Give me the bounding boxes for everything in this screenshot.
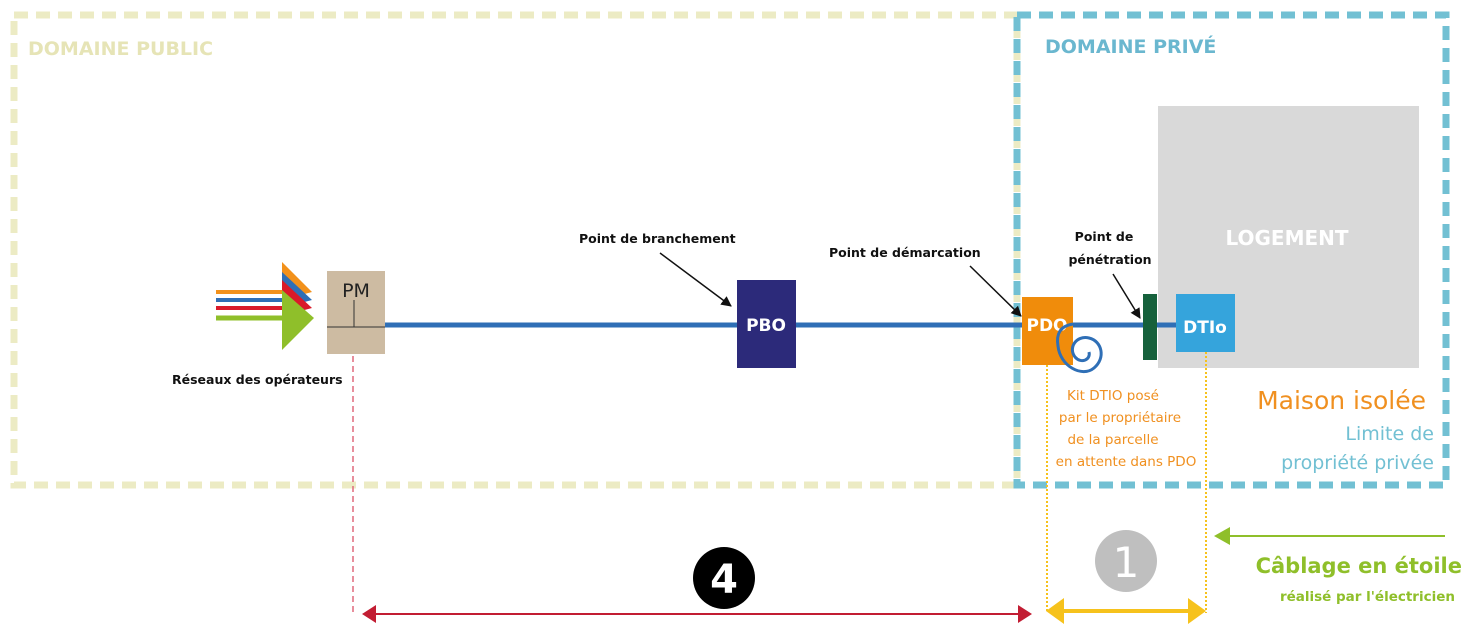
dtio-label: DTIo xyxy=(1183,318,1227,338)
kit-note-line-1: Kit DTIO posé xyxy=(1067,388,1159,404)
private-domain-label: DOMAINE PRIVÉ xyxy=(1045,35,1216,58)
pdo-node xyxy=(1022,297,1073,365)
penetration-point-label-2: pénétration xyxy=(1068,252,1151,267)
penetration-point-label-1: Point de xyxy=(1075,229,1134,244)
operator-networks-label: Réseaux des opérateurs xyxy=(172,372,343,387)
penetration-node xyxy=(1143,294,1157,360)
connection-point-arrow xyxy=(659,252,732,307)
limit-label-2: propriété privée xyxy=(1281,452,1434,474)
star-cabling-sublabel: réalisé par l'électricien xyxy=(1280,589,1455,605)
segment-4-marker xyxy=(693,547,755,609)
operator-networks-icon xyxy=(216,262,314,350)
segment-1-number: 1 xyxy=(1113,538,1140,587)
segment-1-marker xyxy=(1095,530,1157,592)
kit-note-line-2: par le propriétaire xyxy=(1059,410,1181,426)
penetration-point-arrow xyxy=(1112,273,1141,319)
star-cabling-label: Câblage en étoile xyxy=(1256,554,1462,578)
limit-label-1: Limite de xyxy=(1345,423,1434,445)
dtio-node xyxy=(1176,294,1235,352)
pm-label: PM xyxy=(342,280,370,302)
pm-node xyxy=(327,271,385,354)
pdo-label: PDO xyxy=(1026,316,1067,336)
coiled-cable-icon xyxy=(1056,322,1103,374)
maison-isolee-label: Maison isolée xyxy=(1257,386,1426,415)
kit-note-line-3: de la parcelle xyxy=(1067,432,1158,448)
segment-1-arrow xyxy=(1046,598,1206,624)
private-domain-boundary xyxy=(1013,11,1450,489)
demarcation-point-label: Point de démarcation xyxy=(829,245,981,260)
pbo-node xyxy=(737,280,796,368)
pbo-label: PBO xyxy=(746,316,786,336)
demarcation-point-arrow xyxy=(969,265,1022,317)
segment-4-number: 4 xyxy=(710,557,738,603)
segment-4-arrow xyxy=(362,605,1032,623)
kit-note-line-4: en attente dans PDO xyxy=(1056,454,1197,470)
connection-point-label: Point de branchement xyxy=(579,231,736,246)
logement-label: LOGEMENT xyxy=(1225,226,1348,250)
public-domain-label: DOMAINE PUBLIC xyxy=(28,38,213,60)
star-cabling-arrow xyxy=(1214,527,1445,545)
